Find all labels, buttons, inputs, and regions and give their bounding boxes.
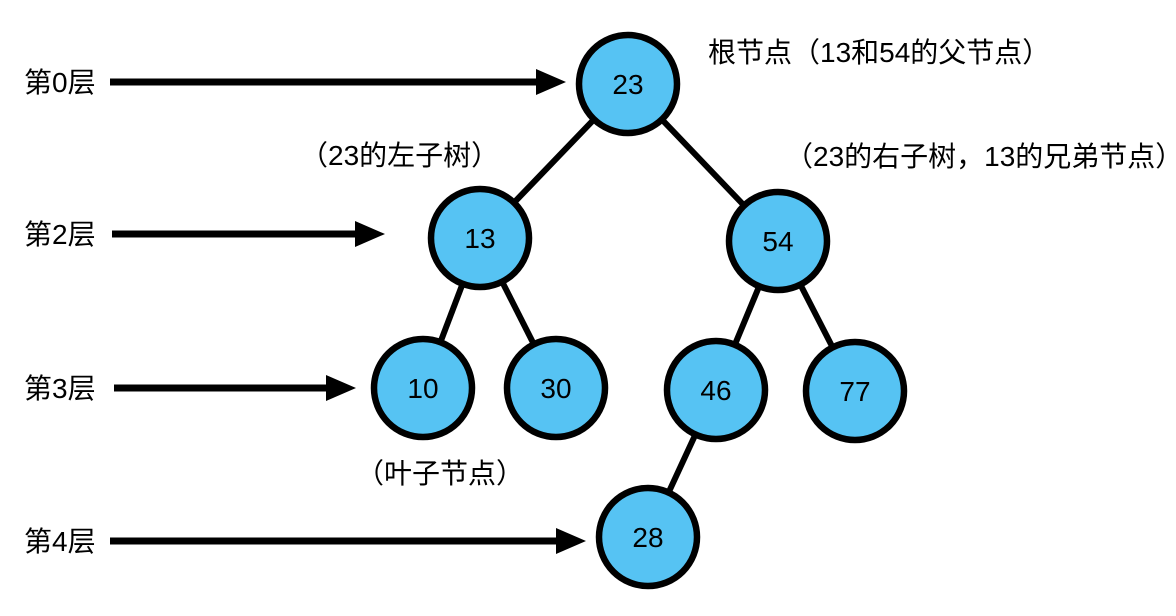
tree-node-23 <box>575 31 681 137</box>
tree-node-value-46: 46 <box>700 375 731 406</box>
level-label-2: 第3层 <box>24 373 96 404</box>
tree-node-28 <box>595 484 701 590</box>
level-label-3: 第4层 <box>24 526 96 557</box>
left-subtree-annotation: （23的左子树） <box>300 140 499 171</box>
leaf-annotation: （叶子节点） <box>356 458 524 489</box>
tree-node-value-23: 23 <box>612 69 643 100</box>
level-label-0: 第0层 <box>24 67 96 98</box>
tree-node-value-28: 28 <box>632 522 663 553</box>
tree-node-value-13: 13 <box>464 223 495 254</box>
level-arrow-head-icon-0 <box>536 69 566 95</box>
level-arrow-head-icon-3 <box>556 528 586 554</box>
right-subtree-annotation: （23的右子树，13的兄弟节点） <box>785 141 1176 172</box>
level-arrow-head-icon-2 <box>326 375 356 401</box>
level-arrow-head-icon-1 <box>355 221 385 247</box>
tree-node-46 <box>663 337 769 443</box>
tree-node-value-54: 54 <box>762 226 793 257</box>
tree-node-77 <box>802 338 908 444</box>
tree-node-10 <box>370 335 476 441</box>
tree-node-54 <box>725 188 831 294</box>
tree-node-value-77: 77 <box>839 376 870 407</box>
tree-node-13 <box>427 185 533 291</box>
root-annotation: 根节点（13和54的父节点） <box>708 37 1050 68</box>
level-label-1: 第2层 <box>24 219 96 250</box>
tree-node-30 <box>503 335 609 441</box>
tree-node-value-10: 10 <box>407 373 438 404</box>
tree-node-value-30: 30 <box>540 373 571 404</box>
